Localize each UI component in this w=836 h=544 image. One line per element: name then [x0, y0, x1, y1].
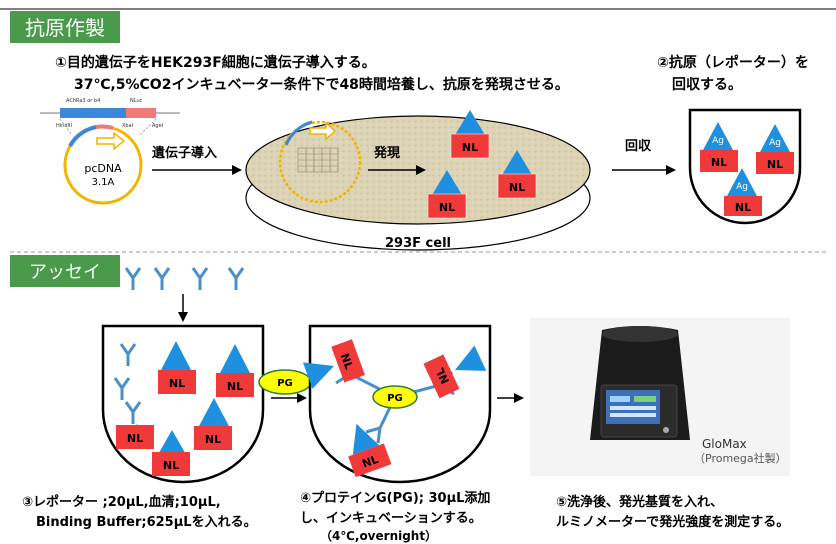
- section-title-assay: アッセイ: [29, 262, 101, 283]
- plasmid-circle: pcDNA 3.1A: [63, 124, 143, 205]
- step4-line1: ④プロテインG(PG); 30μL添加: [300, 490, 490, 506]
- device-name: GloMax: [702, 437, 747, 451]
- svg-text:NL: NL: [439, 201, 455, 214]
- svg-text:NL: NL: [163, 459, 179, 472]
- plasmid-construct: AChRa3 or b4 NLuc HindIII XbaI AgeI: [40, 98, 180, 136]
- tube3-reporter-1: NL: [158, 341, 196, 394]
- recovery-tube: Ag NL Ag NL Ag NL: [688, 108, 802, 225]
- step3-line2: Binding Buffer;625μLを入れる。: [36, 515, 257, 530]
- tube3-reporter-5: NL: [152, 430, 190, 476]
- tube3-reporter-4: NL: [116, 424, 154, 449]
- pg-center-label: PG: [387, 393, 403, 404]
- step2-line2: 回収する。: [672, 76, 742, 93]
- serum-antibodies: [124, 266, 245, 292]
- tag-bar: [126, 108, 156, 118]
- svg-text:NL: NL: [205, 433, 221, 446]
- svg-text:NL: NL: [509, 181, 525, 194]
- plasmid-name-line2: 3.1A: [92, 177, 115, 188]
- plasmid-tag-arc: [95, 124, 114, 130]
- dish-cell-label: 293F cell: [385, 236, 451, 251]
- tag-label: NLuc: [130, 98, 143, 104]
- recovery-label: 回収: [625, 139, 652, 154]
- promoter-arrow-icon: [96, 131, 126, 151]
- svg-text:NL: NL: [169, 377, 185, 390]
- step1-line2: 37℃,5%CO2インキュベーター条件下で48時間培養し、抗原を発現させる。: [74, 76, 569, 93]
- svg-text:NL: NL: [227, 380, 243, 393]
- insert-bar: [60, 108, 126, 118]
- step1-line1: ①目的遺伝子をHEK293F細胞に遺伝子導入する。: [55, 54, 376, 71]
- plasmid-insert-arc: [68, 125, 97, 148]
- svg-text:Ag: Ag: [712, 136, 724, 146]
- svg-text:Ag: Ag: [769, 138, 781, 148]
- transfection-label: 遺伝子導入: [151, 145, 217, 161]
- device-lid: [602, 326, 678, 342]
- reporter-1: NL: [450, 110, 490, 159]
- site-hindiii: HindIII: [56, 123, 72, 129]
- tube3-reporter-2: NL: [216, 344, 254, 397]
- tube3-reporter-3: NL: [194, 398, 232, 450]
- step3-line1: ③レポーター ;20μL,血清;10μL,: [22, 494, 221, 510]
- step5-line2: ルミノメーターで発光強度を測定する。: [556, 514, 789, 530]
- tube-step3: NL NL NL NL NL: [101, 324, 265, 484]
- section-header-antigen: [10, 11, 120, 43]
- pg-bubble-label: PG: [277, 378, 293, 389]
- tube4-reporter-2: NL: [423, 345, 487, 399]
- svg-text:NL: NL: [127, 432, 143, 445]
- step4-line2: し、インキュベーションする。: [300, 511, 482, 526]
- svg-text:NL: NL: [711, 156, 727, 169]
- insert-label: AChRa3 or b4: [66, 98, 100, 104]
- section-header-assay: [10, 255, 120, 287]
- reporter-3: NL: [427, 170, 467, 219]
- svg-text:Ag: Ag: [736, 182, 748, 192]
- step2-line1: ②抗原（レポーター）を: [657, 54, 809, 71]
- step5-line1: ⑤洗浄後、発光基質を入れ、: [556, 494, 723, 510]
- reporter-2: NL: [497, 150, 537, 199]
- svg-text:NL: NL: [338, 352, 356, 372]
- luminometer-device: GloMax （Promega社製）: [530, 318, 790, 476]
- section-title-antigen: 抗原作製: [25, 16, 105, 40]
- pg-center: [372, 385, 418, 409]
- svg-text:NL: NL: [735, 201, 751, 214]
- step4-line3: （4℃,overnight）: [320, 528, 437, 543]
- cell-plasmid-ring: [278, 120, 362, 204]
- svg-text:NL: NL: [433, 366, 452, 386]
- culture-dish: 発現: [245, 115, 591, 251]
- site-xbai: XbaI: [122, 123, 133, 129]
- site-agei: AgeI: [152, 123, 163, 129]
- svg-text:NL: NL: [462, 141, 478, 154]
- svg-text:NL: NL: [360, 453, 380, 471]
- tube4-reporter-1: NL: [302, 339, 365, 389]
- genome-grid: [297, 147, 339, 173]
- plasmid-name-line1: pcDNA: [84, 162, 122, 175]
- expression-label: 発現: [373, 145, 400, 161]
- tube4-reporter-3: NL: [348, 423, 392, 478]
- device-maker: （Promega社製）: [694, 451, 787, 465]
- cell-promoter-arrow-icon: [309, 121, 337, 141]
- tube-step4: NL NL NL PG: [302, 324, 492, 484]
- svg-text:NL: NL: [767, 158, 783, 171]
